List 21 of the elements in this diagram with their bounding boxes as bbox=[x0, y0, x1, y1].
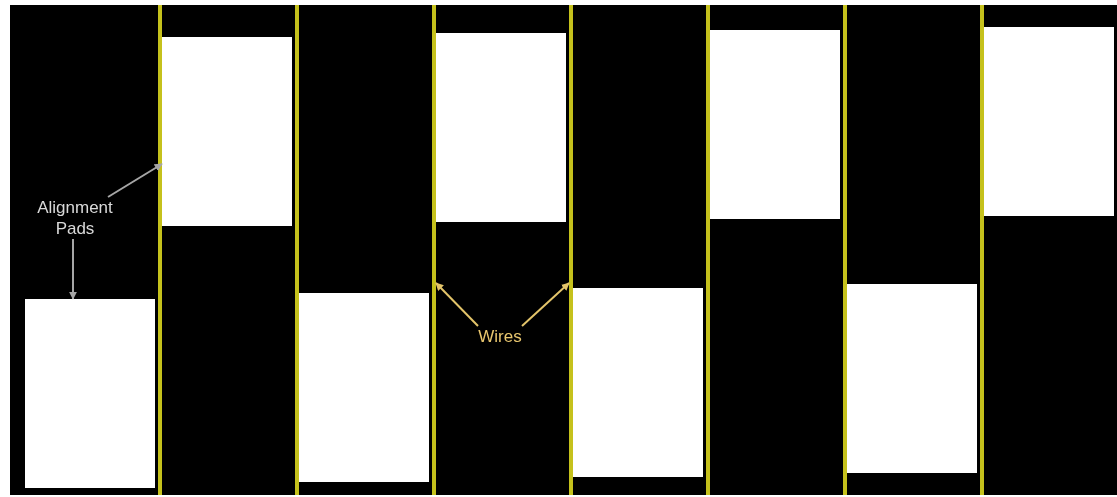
wire bbox=[569, 5, 573, 495]
wire bbox=[158, 5, 162, 495]
wire bbox=[843, 5, 847, 495]
wire bbox=[295, 5, 299, 495]
callout-label: Alignment Pads bbox=[25, 197, 125, 239]
leader-line bbox=[107, 163, 163, 198]
wire bbox=[432, 5, 436, 495]
wire bbox=[980, 5, 984, 495]
alignment-pad bbox=[710, 30, 840, 219]
alignment-pad bbox=[847, 284, 977, 473]
leader-line bbox=[521, 282, 570, 327]
alignment-pad bbox=[162, 37, 292, 226]
leader-line bbox=[69, 238, 77, 300]
alignment-pad bbox=[573, 288, 703, 477]
leader-line bbox=[435, 282, 479, 327]
alignment-pad bbox=[299, 293, 429, 482]
alignment-pad bbox=[25, 299, 155, 488]
alignment-pad bbox=[984, 27, 1114, 216]
alignment-pad bbox=[436, 33, 566, 222]
callout-label: Wires bbox=[465, 326, 535, 347]
wire bbox=[706, 5, 710, 495]
